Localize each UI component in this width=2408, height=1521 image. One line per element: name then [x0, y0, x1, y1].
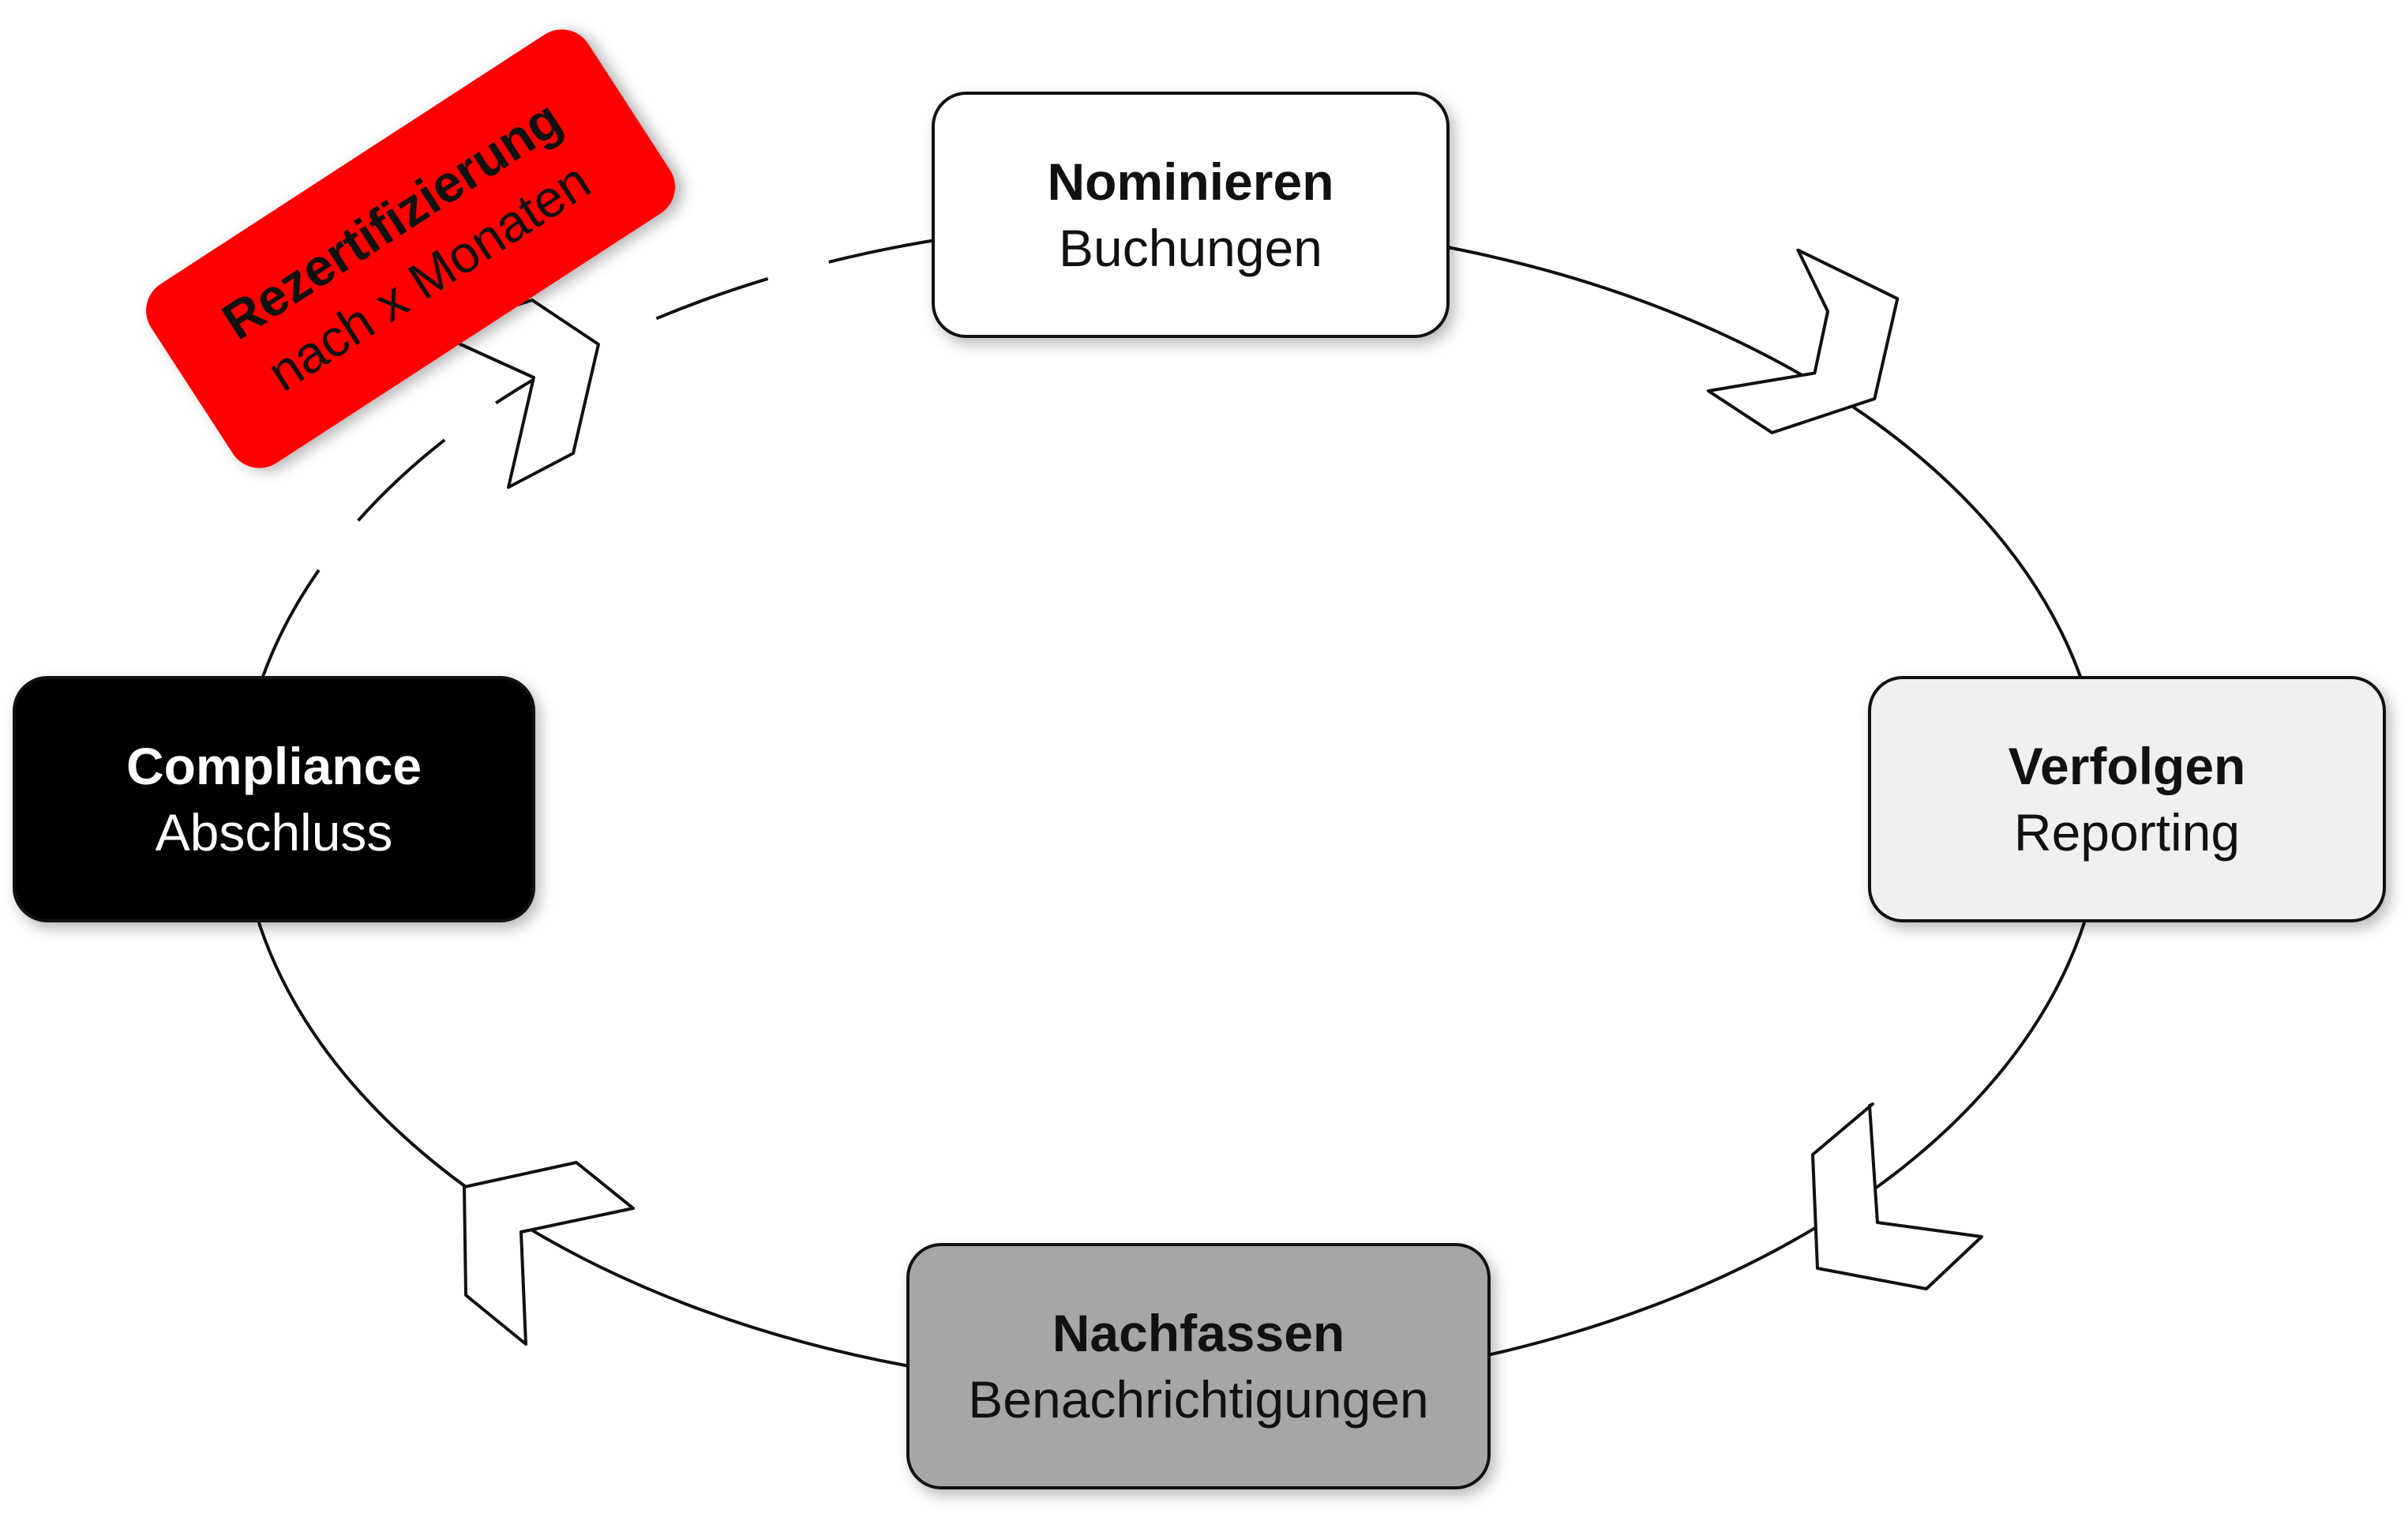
step-subtitle: Reporting: [2013, 803, 2241, 862]
step-nachfassen: Nachfassen Benachrichtigungen: [906, 1243, 1491, 1489]
chevron-arrow-icon: [1811, 1102, 1983, 1290]
step-nominieren: Nominieren Buchungen: [932, 92, 1450, 338]
step-compliance: Compliance Abschluss: [13, 676, 535, 922]
chevron-arrow-icon: [463, 1161, 635, 1346]
chevron-arrow-icon: [1706, 248, 1900, 434]
step-subtitle: Buchungen: [1059, 219, 1322, 277]
chevron-arrow-icon: [431, 299, 600, 489]
step-subtitle: Benachrichtigungen: [968, 1370, 1429, 1429]
step-title: Nominieren: [1047, 152, 1334, 211]
step-title: Verfolgen: [2008, 736, 2246, 795]
step-title: Nachfassen: [1052, 1303, 1345, 1362]
step-title: Compliance: [126, 736, 422, 795]
step-subtitle: Abschluss: [155, 803, 393, 862]
cycle-connector-solid: [238, 220, 2105, 1391]
step-verfolgen: Verfolgen Reporting: [1868, 676, 2386, 922]
